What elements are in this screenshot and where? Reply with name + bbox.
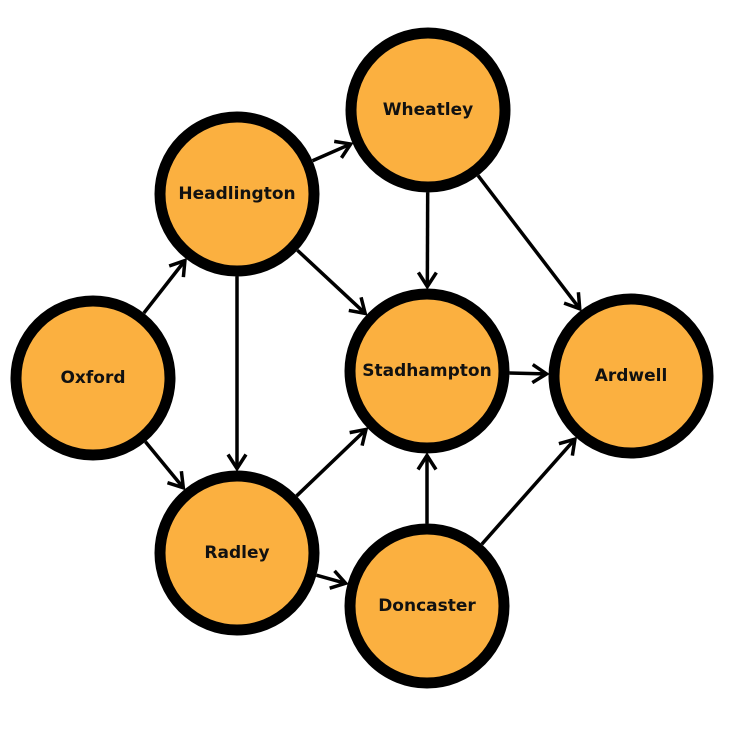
arrowhead-icon — [348, 296, 368, 316]
edge-line — [476, 174, 580, 309]
edge-line — [480, 439, 575, 546]
node-label: Oxford — [60, 368, 125, 388]
arrowhead-icon — [168, 257, 187, 278]
edge-stadhampton-to-ardwell — [509, 363, 550, 385]
node-circle — [345, 27, 511, 193]
edge-doncaster-to-ardwell — [480, 436, 578, 546]
edge-line — [315, 573, 345, 585]
node-label: Radley — [204, 543, 269, 563]
node-radley: Radley — [154, 470, 320, 636]
edge-line — [142, 261, 186, 315]
edge-oxford-to-headlington — [142, 257, 187, 315]
arrowhead-icon — [416, 271, 438, 290]
edge-line — [296, 248, 365, 314]
node-circle — [548, 293, 714, 459]
arrowhead-icon — [226, 453, 248, 472]
edge-radley-to-doncaster — [315, 569, 349, 590]
node-circle — [154, 470, 320, 636]
node-label: Stadhampton — [362, 361, 491, 381]
node-ardwell: Ardwell — [548, 293, 714, 459]
node-oxford: Oxford — [10, 295, 176, 461]
edges-layer — [142, 139, 582, 590]
arrowhead-icon — [166, 471, 186, 491]
edge-oxford-to-radley — [144, 440, 186, 491]
edge-headlington-to-wheatley — [311, 139, 354, 163]
arrowhead-icon — [558, 436, 578, 456]
node-label: Doncaster — [378, 596, 476, 616]
arrowhead-icon — [333, 139, 354, 159]
node-circle — [154, 111, 320, 277]
node-circle — [344, 523, 510, 689]
edge-headlington-to-stadhampton — [296, 248, 368, 316]
edge-line — [295, 429, 366, 498]
edge-wheatley-to-stadhampton — [416, 192, 438, 290]
node-circle — [344, 288, 510, 454]
node-stadhampton: Stadhampton — [344, 288, 510, 454]
node-label: Headlington — [178, 184, 295, 204]
edge-line — [144, 440, 184, 488]
arrowhead-icon — [329, 569, 349, 590]
edge-radley-to-stadhampton — [295, 427, 369, 498]
edge-doncaster-to-stadhampton — [416, 452, 438, 524]
edge-headlington-to-radley — [226, 276, 248, 472]
arrowhead-icon — [531, 363, 550, 385]
edge-wheatley-to-ardwell — [476, 174, 582, 312]
node-label: Wheatley — [383, 100, 473, 120]
arrowhead-icon — [416, 452, 438, 471]
edge-line — [311, 143, 350, 163]
arrowhead-icon — [349, 427, 369, 447]
node-circle — [10, 295, 176, 461]
node-label: Ardwell — [595, 366, 668, 386]
edge-line — [509, 371, 545, 376]
arrowhead-icon — [563, 292, 582, 312]
node-headlington: Headlington — [154, 111, 320, 277]
node-doncaster: Doncaster — [344, 523, 510, 689]
node-wheatley: Wheatley — [345, 27, 511, 193]
